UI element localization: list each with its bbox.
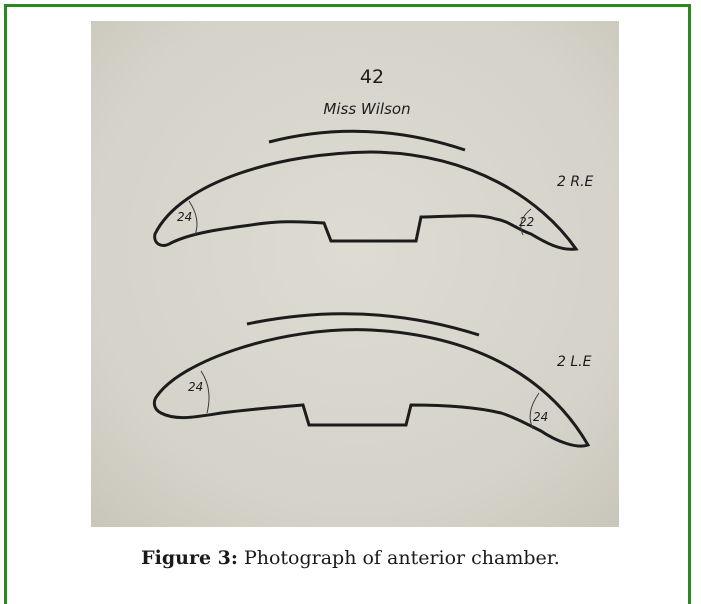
anterior-chamber-photograph: 42 Miss Wilson 24 22 2 R.E 24 24 2 L.E — [91, 21, 619, 527]
tracing-drawing: 42 Miss Wilson 24 22 2 R.E 24 24 2 L.E — [91, 21, 619, 527]
photo-background — [91, 21, 619, 527]
lower-left-angle: 24 — [188, 380, 203, 394]
case-number: 42 — [360, 66, 384, 88]
upper-left-angle: 24 — [177, 210, 192, 224]
figure-frame: 42 Miss Wilson 24 22 2 R.E 24 24 2 L.E F… — [4, 4, 691, 604]
lower-right-angle: 24 — [533, 410, 548, 424]
right-eye-label: 2 R.E — [557, 174, 594, 190]
patient-name: Miss Wilson — [323, 100, 410, 118]
caption-text: Photograph of anterior chamber. — [238, 547, 560, 569]
caption-label: Figure 3: — [141, 547, 238, 569]
left-eye-label: 2 L.E — [557, 354, 592, 370]
figure-caption: Figure 3: Photograph of anterior chamber… — [7, 547, 694, 569]
upper-right-angle: 22 — [519, 215, 534, 229]
